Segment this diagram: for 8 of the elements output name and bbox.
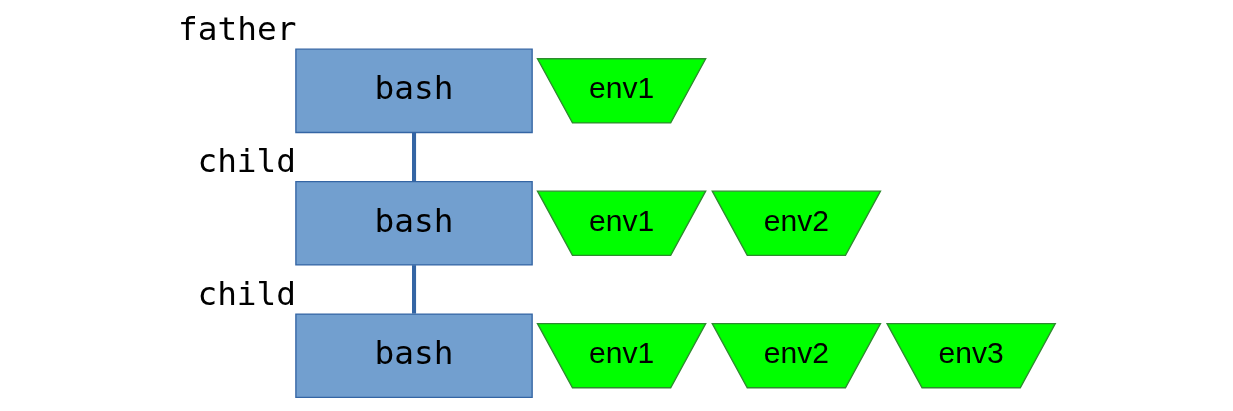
node-box: bash: [294, 48, 533, 134]
node-label: child: [196, 274, 296, 313]
node-label: father: [177, 9, 296, 48]
connector: [411, 265, 416, 314]
connector: [411, 132, 416, 182]
node-box: bash: [294, 180, 533, 266]
node-box: bash: [294, 313, 533, 399]
node-label: child: [196, 142, 296, 181]
